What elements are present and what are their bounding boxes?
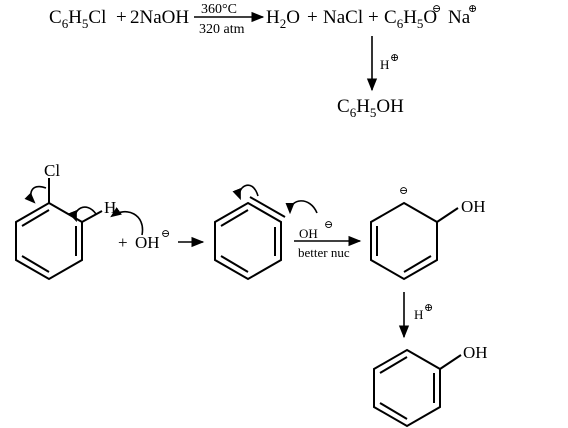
adduct-hydroxyl-label: OH bbox=[461, 197, 486, 216]
hydroxide-label: OH bbox=[135, 233, 160, 252]
phenol-structure bbox=[373, 348, 462, 428]
arrow-condition-label: better nuc bbox=[298, 245, 350, 260]
curved-arrow-ch-bond bbox=[68, 206, 97, 223]
sodium-counterion: Na bbox=[448, 7, 471, 28]
carbanion-intermediate-structure bbox=[370, 201, 459, 281]
acid-reagent: H bbox=[380, 57, 389, 72]
product-sodium-chloride: NaCl bbox=[323, 7, 363, 28]
hydroxide-charge: ⊖ bbox=[161, 228, 170, 240]
attacking-hydroxide-charge: ⊖ bbox=[324, 219, 333, 231]
condition-temperature: 360°C bbox=[201, 2, 237, 17]
acid-charge: ⊕ bbox=[424, 302, 433, 314]
chlorine-label: Cl bbox=[44, 161, 60, 180]
curved-arrow-triple-bond bbox=[232, 184, 259, 201]
product-sodium-phenoxide: C6H5O bbox=[384, 7, 437, 31]
benzyne-structure bbox=[214, 196, 286, 281]
product-phenol-formula: C6H5OH bbox=[337, 96, 404, 120]
curved-arrow-base-attack bbox=[110, 207, 144, 236]
sodium-charge: ⊕ bbox=[468, 3, 477, 15]
reactant-sodium-hydroxide: 2NaOH bbox=[130, 7, 189, 28]
phenol-hydroxyl-label: OH bbox=[463, 343, 488, 362]
plus-sign: + bbox=[116, 7, 127, 28]
curved-arrow-chloride-leaving bbox=[24, 185, 47, 204]
acid-reagent: H bbox=[414, 307, 423, 322]
product-water: H2O bbox=[266, 7, 300, 31]
carbanion-charge: ⊖ bbox=[399, 185, 408, 197]
curved-arrow-nucleophile bbox=[285, 200, 318, 215]
attacking-hydroxide-label: OH bbox=[299, 226, 318, 241]
reactant-chlorobenzene: C6H5Cl bbox=[49, 7, 106, 31]
condition-pressure: 320 atm bbox=[199, 22, 245, 37]
acid-charge: ⊕ bbox=[390, 52, 399, 64]
plus-sign: + bbox=[118, 233, 128, 252]
plus-sign: + bbox=[368, 7, 379, 28]
chlorobenzene-structure bbox=[15, 178, 103, 281]
phenoxide-charge: ⊖ bbox=[432, 3, 441, 15]
plus-sign: + bbox=[307, 7, 318, 28]
